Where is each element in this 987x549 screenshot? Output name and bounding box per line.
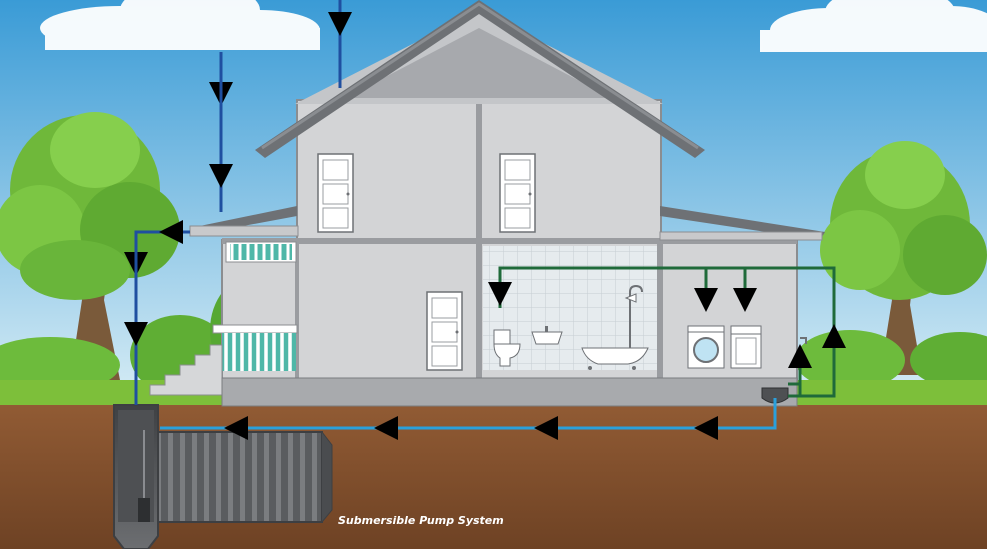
tank-icon [147,431,333,523]
tree-icon [820,141,987,375]
tree-icon [0,112,180,380]
washing-machine-icon [687,325,725,369]
cloud-icon [40,0,320,50]
rain-inflow-arrows [124,0,352,405]
faucet-icon [800,337,807,344]
shower-icon [624,284,643,348]
reuse-flow-arrows [488,266,846,398]
stairs [149,344,223,396]
toilet-icon [493,329,521,367]
cloud-icon [760,0,987,52]
door-icon [317,153,354,233]
collection-flow-arrows [160,398,777,440]
dryer-icon [730,325,762,369]
diagram-caption: Submersible Pump System [338,514,504,527]
door-icon [426,291,463,371]
door-icon [499,153,536,233]
pump-chamber [113,404,159,549]
foundation [221,377,798,407]
ground-drain [761,387,789,404]
pump-icon [138,430,150,522]
roof-attic [345,28,612,98]
sink-icon [531,326,563,345]
balustrade-upper [225,241,297,263]
balustrade-lower [212,324,298,371]
bathtub-icon [581,347,649,370]
